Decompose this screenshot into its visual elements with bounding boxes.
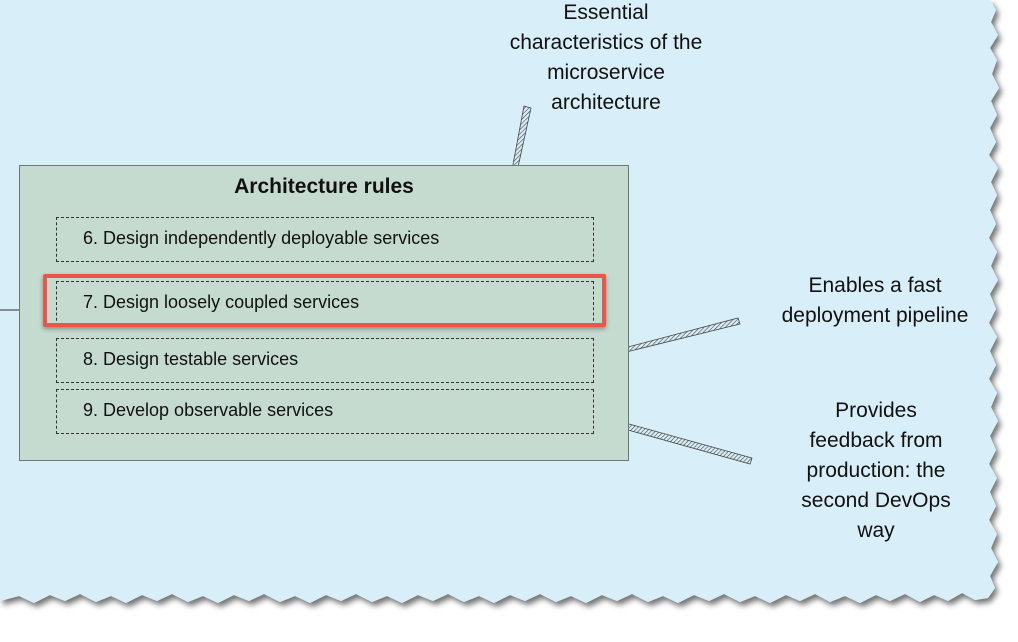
annotation-fast-pipeline: Enables a fast deployment pipeline xyxy=(750,271,1000,331)
annotation-feedback-production: Provides feedback from production: the s… xyxy=(766,396,986,546)
annotation-essential-characteristics: Essential characteristics of the microse… xyxy=(470,0,742,118)
annotation-line: deployment pipeline xyxy=(781,304,969,327)
annotation-line: production: the xyxy=(806,459,946,482)
annotation-line: Essential xyxy=(563,1,649,24)
annotation-line: feedback from xyxy=(809,429,943,452)
annotation-line: architecture xyxy=(551,91,661,114)
rule-label: 8. Design testable services xyxy=(83,349,299,369)
rule-label: 6. Design independently deployable servi… xyxy=(83,228,440,248)
rule-item: 9. Develop observable services xyxy=(56,389,594,434)
rule-label: 9. Develop observable services xyxy=(83,400,334,420)
annotation-line: way xyxy=(857,519,895,542)
rule-item: 6. Design independently deployable servi… xyxy=(56,217,594,262)
annotation-line: second DevOps xyxy=(801,489,951,512)
annotation-line: characteristics of the xyxy=(509,31,703,54)
annotation-line: Provides xyxy=(835,399,917,422)
annotation-line: Enables a fast xyxy=(808,274,942,297)
architecture-rules-box: Architecture rules 6. Design independent… xyxy=(19,165,629,461)
rule-item: 8. Design testable services xyxy=(56,338,594,383)
box-title: Architecture rules xyxy=(234,175,414,198)
rule-label: 7. Design loosely coupled services xyxy=(83,292,360,312)
annotation-line: microservice xyxy=(547,61,665,84)
highlight-rectangle xyxy=(43,274,606,327)
